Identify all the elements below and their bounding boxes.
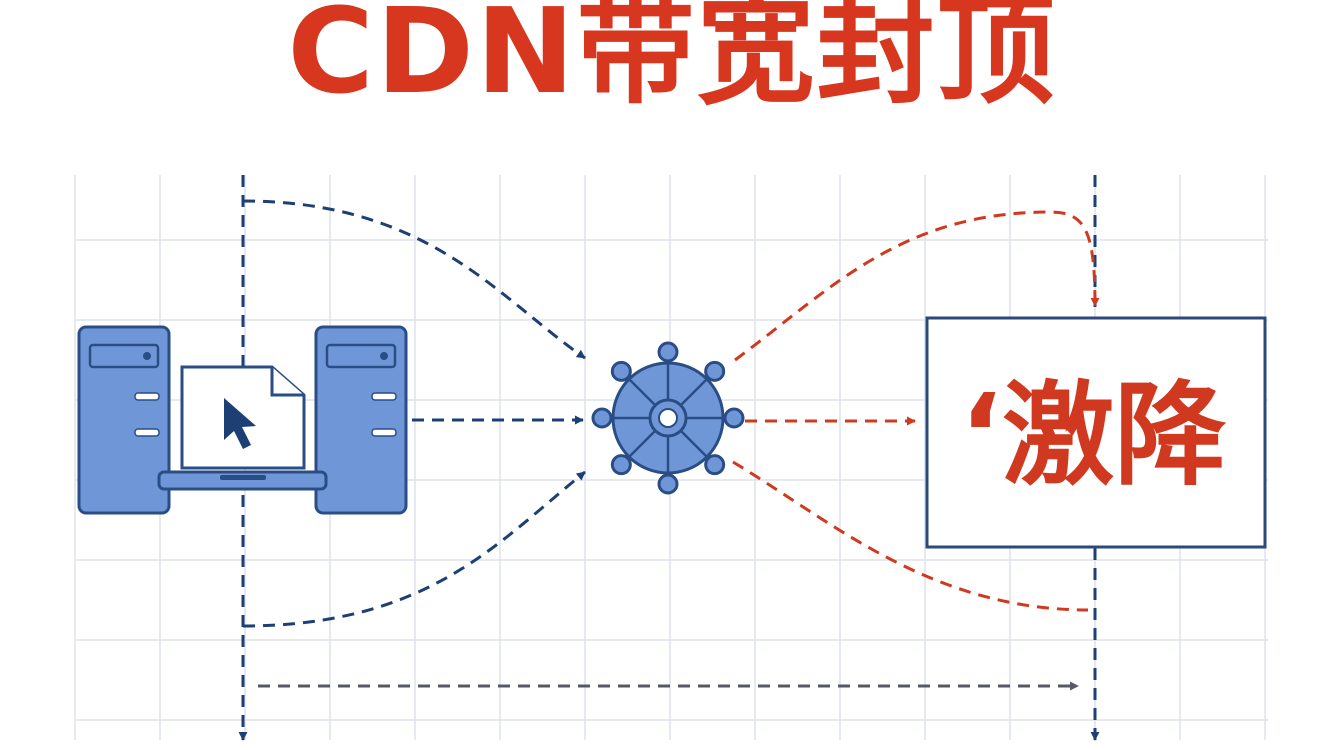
hub-inner-spoke	[628, 378, 659, 409]
lower-output-arrow	[732, 460, 1089, 612]
server-tower-icon	[314, 325, 408, 515]
hub-node	[610, 360, 632, 382]
hub-node	[657, 473, 679, 495]
hub-node	[610, 454, 632, 476]
hub-node	[704, 454, 726, 476]
hub-inner-spoke	[677, 427, 708, 458]
diagram-title: CDN带宽封顶	[287, 0, 1057, 120]
hub-node	[704, 360, 726, 382]
hub-inner-spoke	[628, 427, 659, 458]
hub-node	[591, 407, 613, 429]
output-box	[925, 316, 1267, 549]
hub-node	[723, 407, 745, 429]
drop-label: ‘激降	[960, 371, 1227, 501]
upper-output-arrow	[734, 210, 1100, 362]
server-tower-icon	[77, 325, 171, 515]
hub-inner-spoke	[677, 378, 708, 409]
hub-node	[657, 341, 679, 363]
lower-flow-arrow	[242, 470, 586, 628]
hub-center	[658, 408, 678, 428]
mouse-cursor-icon	[224, 398, 256, 449]
laptop-icon	[157, 365, 328, 491]
network-hub-icon	[591, 341, 745, 495]
upper-flow-arrow	[242, 199, 586, 360]
